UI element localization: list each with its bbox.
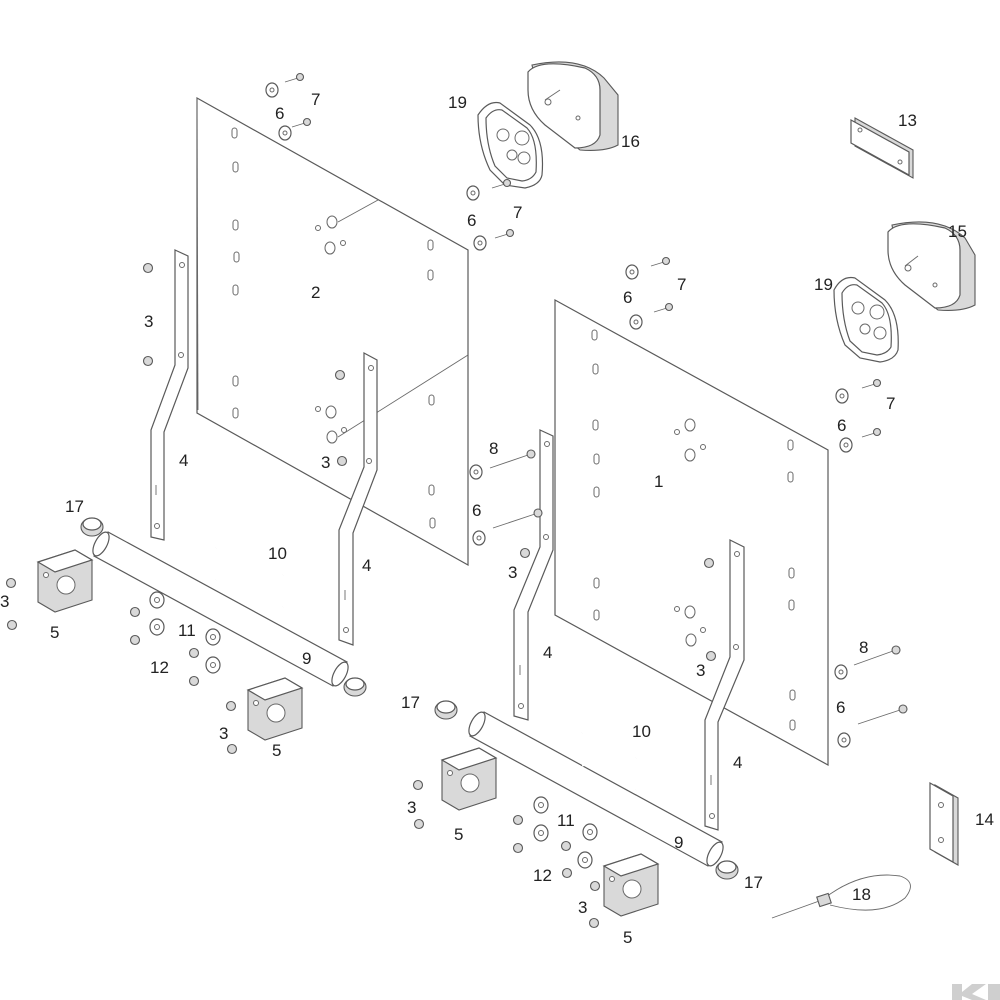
callout-10-b: 10 bbox=[632, 722, 651, 741]
u-bolt-10-d bbox=[635, 748, 674, 792]
end-cap-17-a bbox=[80, 517, 104, 537]
plate-light-13 bbox=[850, 117, 914, 179]
end-cap-17-c bbox=[434, 700, 458, 720]
callout-7-b: 7 bbox=[513, 203, 522, 222]
callout-3-b: 3 bbox=[321, 453, 330, 472]
bolts-7 bbox=[284, 72, 882, 438]
callout-15: 15 bbox=[948, 222, 967, 241]
tube-9-upper bbox=[92, 531, 349, 687]
rear-lamp-15 bbox=[887, 221, 976, 311]
bracket-4-lower-right bbox=[704, 539, 745, 831]
callout-7-c: 7 bbox=[677, 275, 686, 294]
callout-8-b: 8 bbox=[859, 638, 868, 657]
nuts bbox=[5, 262, 717, 929]
u-bolt-10-a bbox=[215, 538, 254, 582]
end-cap-17-d bbox=[715, 860, 739, 880]
callout-7-d: 7 bbox=[886, 394, 895, 413]
callout-5-c: 5 bbox=[454, 825, 463, 844]
clamp-5-b bbox=[246, 677, 304, 741]
u-bolt-10-b bbox=[282, 565, 321, 609]
callout-3-d: 3 bbox=[0, 592, 9, 611]
callout-5-a: 5 bbox=[50, 623, 59, 642]
lamp-gasket-19-a bbox=[477, 101, 544, 189]
callout-9-b: 9 bbox=[674, 833, 683, 852]
clamp-5-a bbox=[36, 549, 94, 613]
callout-6-b: 6 bbox=[467, 211, 476, 230]
callout-4-b: 4 bbox=[362, 556, 371, 575]
callout-3-a: 3 bbox=[144, 312, 153, 331]
callout-9-a: 9 bbox=[302, 649, 311, 668]
callout-4-d: 4 bbox=[733, 753, 742, 772]
cable-tie-18 bbox=[771, 874, 911, 919]
callout-14: 14 bbox=[975, 810, 994, 829]
mounting-plate-2 bbox=[196, 96, 469, 567]
callout-labels: 1 2 3 3 3 3 3 3 3 3 4 4 4 4 5 5 5 5 6 6 … bbox=[0, 90, 994, 947]
callout-1: 1 bbox=[654, 472, 663, 491]
callout-11-a: 11 bbox=[178, 621, 196, 640]
callout-3-e: 3 bbox=[219, 724, 228, 743]
callout-17-b: 17 bbox=[401, 693, 420, 712]
bracket-4-upper-right bbox=[338, 351, 378, 646]
callout-3-h: 3 bbox=[578, 898, 587, 917]
reflector-14 bbox=[929, 781, 959, 866]
callout-3-f: 3 bbox=[696, 661, 705, 680]
mounting-plate-1 bbox=[554, 298, 829, 767]
bolts-8 bbox=[489, 449, 908, 725]
callout-18: 18 bbox=[852, 885, 871, 904]
callout-6-d: 6 bbox=[837, 416, 846, 435]
callout-3-c: 3 bbox=[508, 563, 517, 582]
tube-9-lower bbox=[468, 711, 724, 867]
callout-6-e: 6 bbox=[472, 501, 481, 520]
callout-3-g: 3 bbox=[407, 798, 416, 817]
callout-4-a: 4 bbox=[179, 451, 188, 470]
callout-6-a: 6 bbox=[275, 104, 284, 123]
callout-8-a: 8 bbox=[489, 439, 498, 458]
clamp-5-d bbox=[602, 853, 660, 917]
callout-7-a: 7 bbox=[311, 90, 320, 109]
callout-12-b: 12 bbox=[533, 866, 552, 885]
callout-6-f: 6 bbox=[836, 698, 845, 717]
callout-4-c: 4 bbox=[543, 643, 552, 662]
callout-2: 2 bbox=[311, 283, 320, 302]
callout-17-a: 17 bbox=[65, 497, 84, 516]
end-cap-17-b bbox=[343, 677, 367, 697]
callout-6-c: 6 bbox=[623, 288, 632, 307]
callout-12-a: 12 bbox=[150, 658, 169, 677]
callout-5-b: 5 bbox=[272, 741, 281, 760]
callout-5-d: 5 bbox=[623, 928, 632, 947]
callout-13: 13 bbox=[898, 111, 917, 130]
callout-11-b: 11 bbox=[557, 811, 575, 830]
bracket-4-lower-left bbox=[513, 429, 554, 721]
bracket-4-upper-left bbox=[150, 249, 189, 541]
callout-16: 16 bbox=[621, 132, 640, 151]
rear-lamp-16 bbox=[527, 61, 619, 151]
callout-19-a: 19 bbox=[448, 93, 467, 112]
callout-19-b: 19 bbox=[814, 275, 833, 294]
lamp-gasket-19-b bbox=[833, 276, 899, 363]
washers bbox=[149, 82, 853, 869]
clamp-5-c bbox=[440, 747, 498, 811]
callout-17-c: 17 bbox=[744, 873, 763, 892]
u-bolt-10-c bbox=[581, 723, 620, 767]
brand-logo bbox=[952, 984, 1000, 1000]
callout-10-a: 10 bbox=[268, 544, 287, 563]
